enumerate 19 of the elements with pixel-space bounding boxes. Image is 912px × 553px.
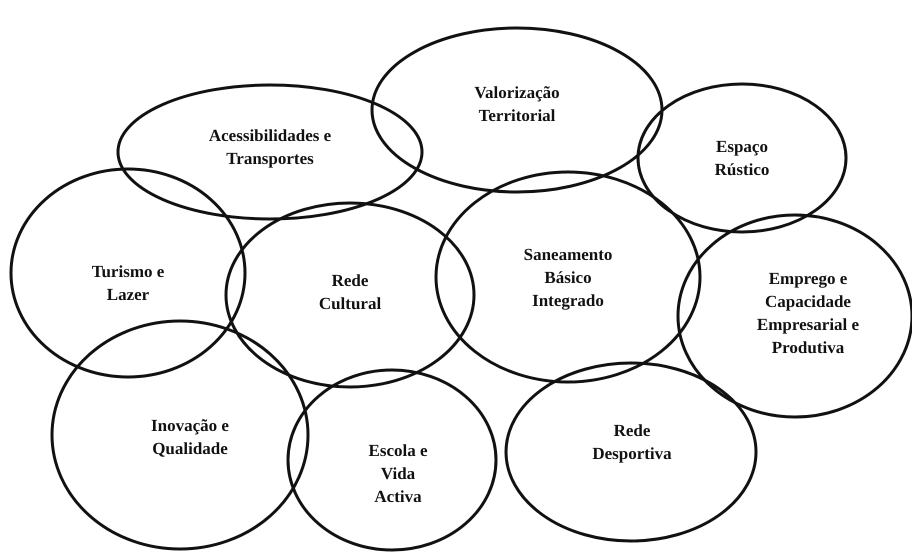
ellipse-node — [224, 201, 476, 389]
node-label: Rede Desportiva — [591, 420, 673, 465]
node-label: Saneamento Básico Integrado — [522, 244, 614, 312]
ellipse-node — [116, 83, 424, 221]
node-label: Acessibilidades e Transportes — [208, 125, 332, 170]
ellipse-node — [370, 26, 664, 194]
ellipse-node — [286, 368, 498, 552]
ellipse-node — [636, 82, 848, 234]
node-label: Inovação e Qualidade — [150, 415, 230, 460]
node-label: Escola e Vida Activa — [367, 440, 429, 508]
ellipse-node — [434, 170, 702, 384]
node-label: Emprego e Capacidade Empresarial e Produtiva — [756, 268, 860, 359]
node-label: Rede Cultural — [318, 270, 382, 315]
ellipse-node — [9, 167, 247, 379]
ellipse-node — [504, 361, 758, 543]
node-label: Turismo e Lazer — [90, 261, 166, 306]
node-label: Valorização Territorial — [473, 82, 561, 127]
ellipse-node — [50, 319, 310, 551]
node-label: Espaço Rústico — [714, 136, 770, 181]
